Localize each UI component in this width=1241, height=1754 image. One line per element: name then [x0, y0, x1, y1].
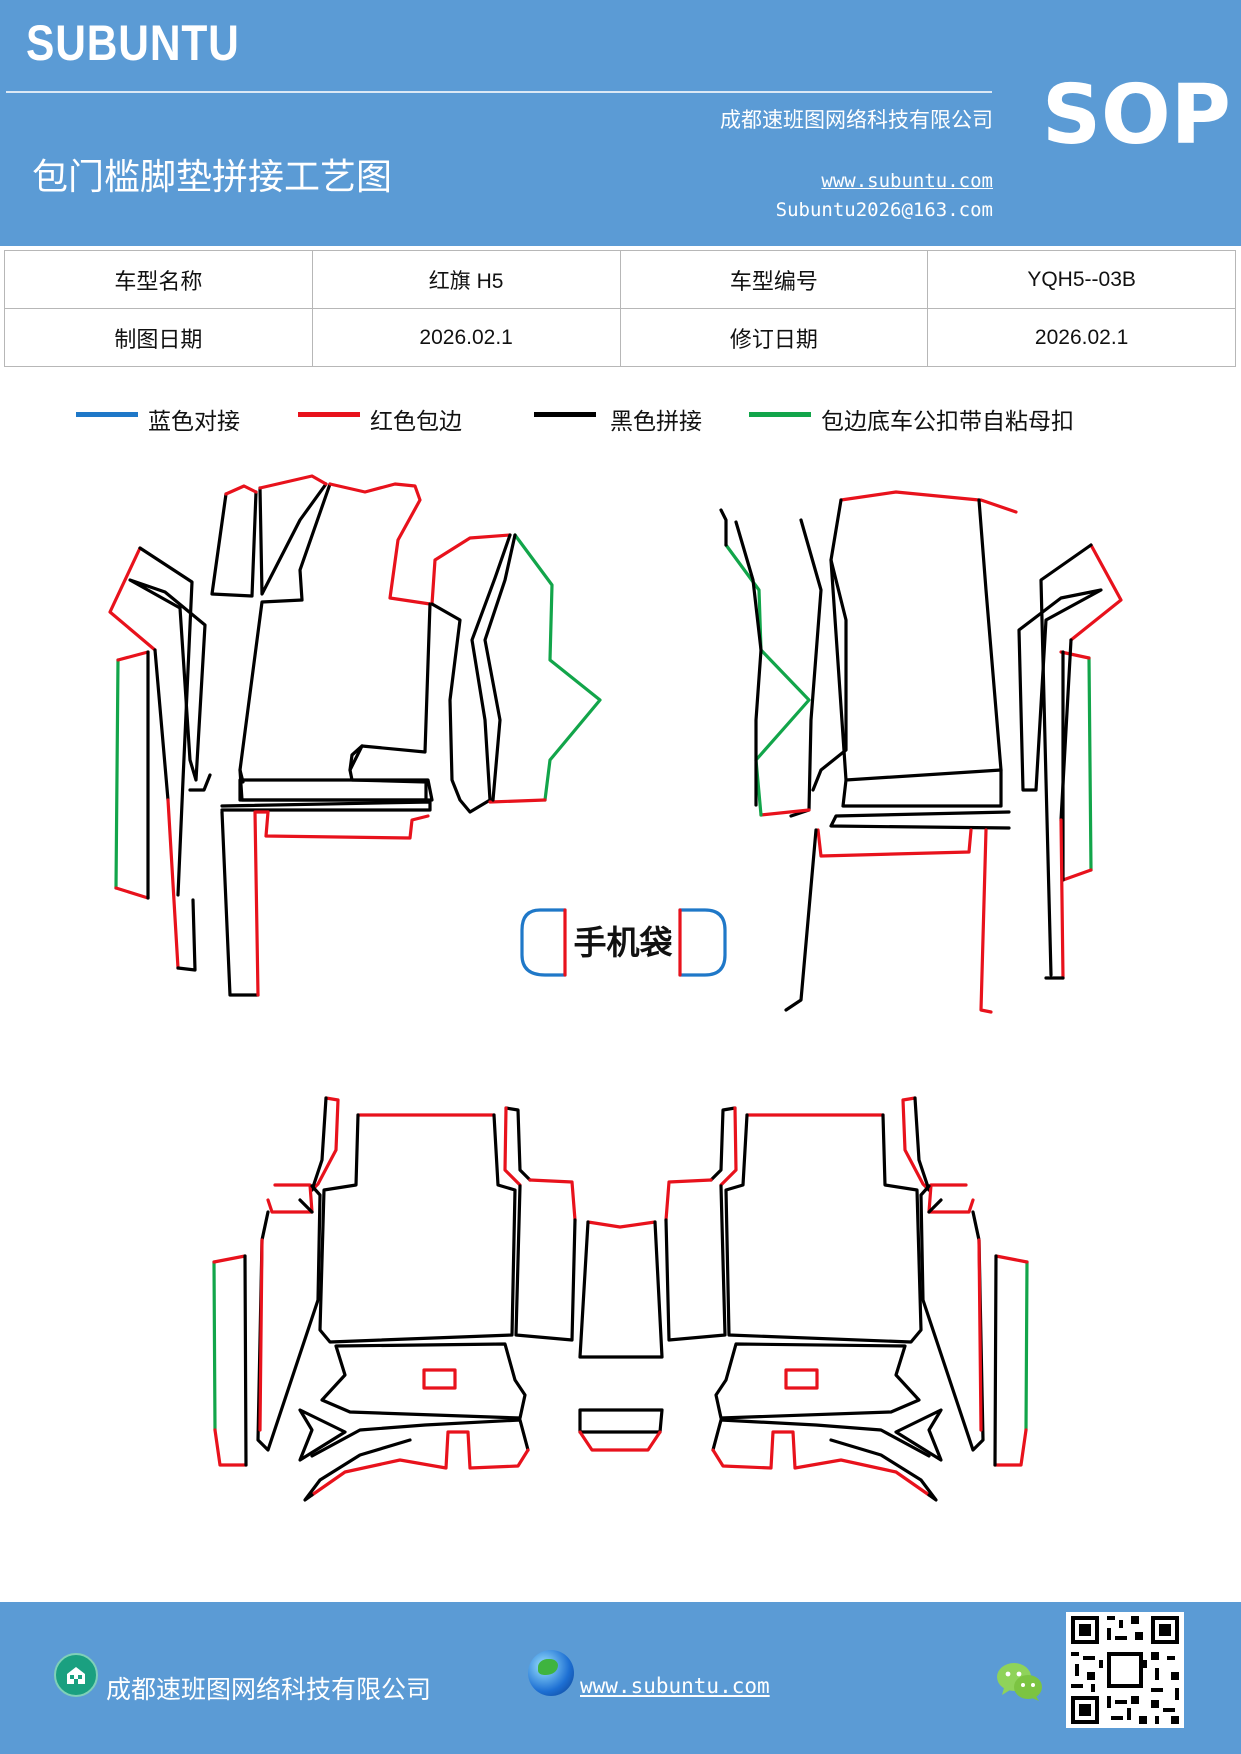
- table-row: 车型名称 红旗 H5 车型编号 YQH5--03B: [4, 250, 1236, 309]
- legend-label: 黑色拼接: [610, 409, 702, 435]
- building-icon: [54, 1653, 98, 1697]
- page-title: 包门槛脚垫拼接工艺图: [32, 157, 393, 198]
- mat-splicing-diagram: 手机袋: [108, 474, 1123, 1502]
- table-row: 制图日期 2026.02.1 修订日期 2026.02.1: [4, 308, 1236, 367]
- sop-badge: SOP: [1042, 68, 1231, 163]
- phone-bag-piece: 手机袋: [520, 908, 727, 977]
- header-email: Subuntu2026@163.com: [775, 199, 993, 221]
- table-cell-label: 车型名称: [4, 250, 313, 309]
- header-banner: SUBUNTU SOP 成都速班图网络科技有限公司 包门槛脚垫拼接工艺图 www…: [0, 0, 1241, 246]
- legend-swatch: [76, 412, 138, 417]
- header-website-link[interactable]: www.subuntu.com: [821, 170, 993, 192]
- header-divider: [6, 91, 992, 93]
- table-cell-label: 车型编号: [619, 250, 929, 309]
- rear-right-pieces: [664, 1096, 1029, 1502]
- footer-website-link[interactable]: www.subuntu.com: [580, 1674, 770, 1698]
- legend-label: 红色包边: [370, 409, 462, 435]
- table-cell-label: 修订日期: [619, 308, 929, 367]
- qr-code: [1066, 1612, 1184, 1728]
- table-cell-value: 2026.02.1: [311, 308, 621, 367]
- phone-bag-label: 手机袋: [574, 923, 673, 962]
- footer-company-name: 成都速班图网络科技有限公司: [106, 1675, 432, 1704]
- globe-icon: [528, 1650, 574, 1696]
- footer-banner: 成都速班图网络科技有限公司 www.subuntu.com: [0, 1602, 1241, 1754]
- table-cell-value: YQH5--03B: [927, 250, 1236, 309]
- legend-swatch: [298, 412, 360, 417]
- vehicle-info-table: 车型名称 红旗 H5 车型编号 YQH5--03B 制图日期 2026.02.1…: [4, 250, 1236, 367]
- legend-label: 包边底车公扣带自粘母扣: [821, 409, 1074, 435]
- legend-swatch: [749, 412, 811, 417]
- rear-middle-pieces: [578, 1220, 664, 1452]
- legend-label: 蓝色对接: [148, 409, 240, 435]
- table-cell-label: 制图日期: [4, 308, 313, 367]
- front-right-pieces: [719, 490, 1123, 1014]
- header-company-name: 成都速班图网络科技有限公司: [720, 108, 993, 132]
- rear-left-pieces: [212, 1096, 577, 1502]
- wechat-icon[interactable]: [996, 1660, 1044, 1708]
- front-left-pieces: [108, 474, 602, 997]
- table-cell-value: 红旗 H5: [311, 250, 621, 309]
- brand-logo-text: SUBUNTU: [26, 15, 240, 71]
- table-cell-value: 2026.02.1: [927, 308, 1236, 367]
- color-legend: 蓝色对接 红色包边 黑色拼接 包边底车公扣带自粘母扣: [0, 402, 1241, 442]
- legend-swatch: [534, 412, 596, 417]
